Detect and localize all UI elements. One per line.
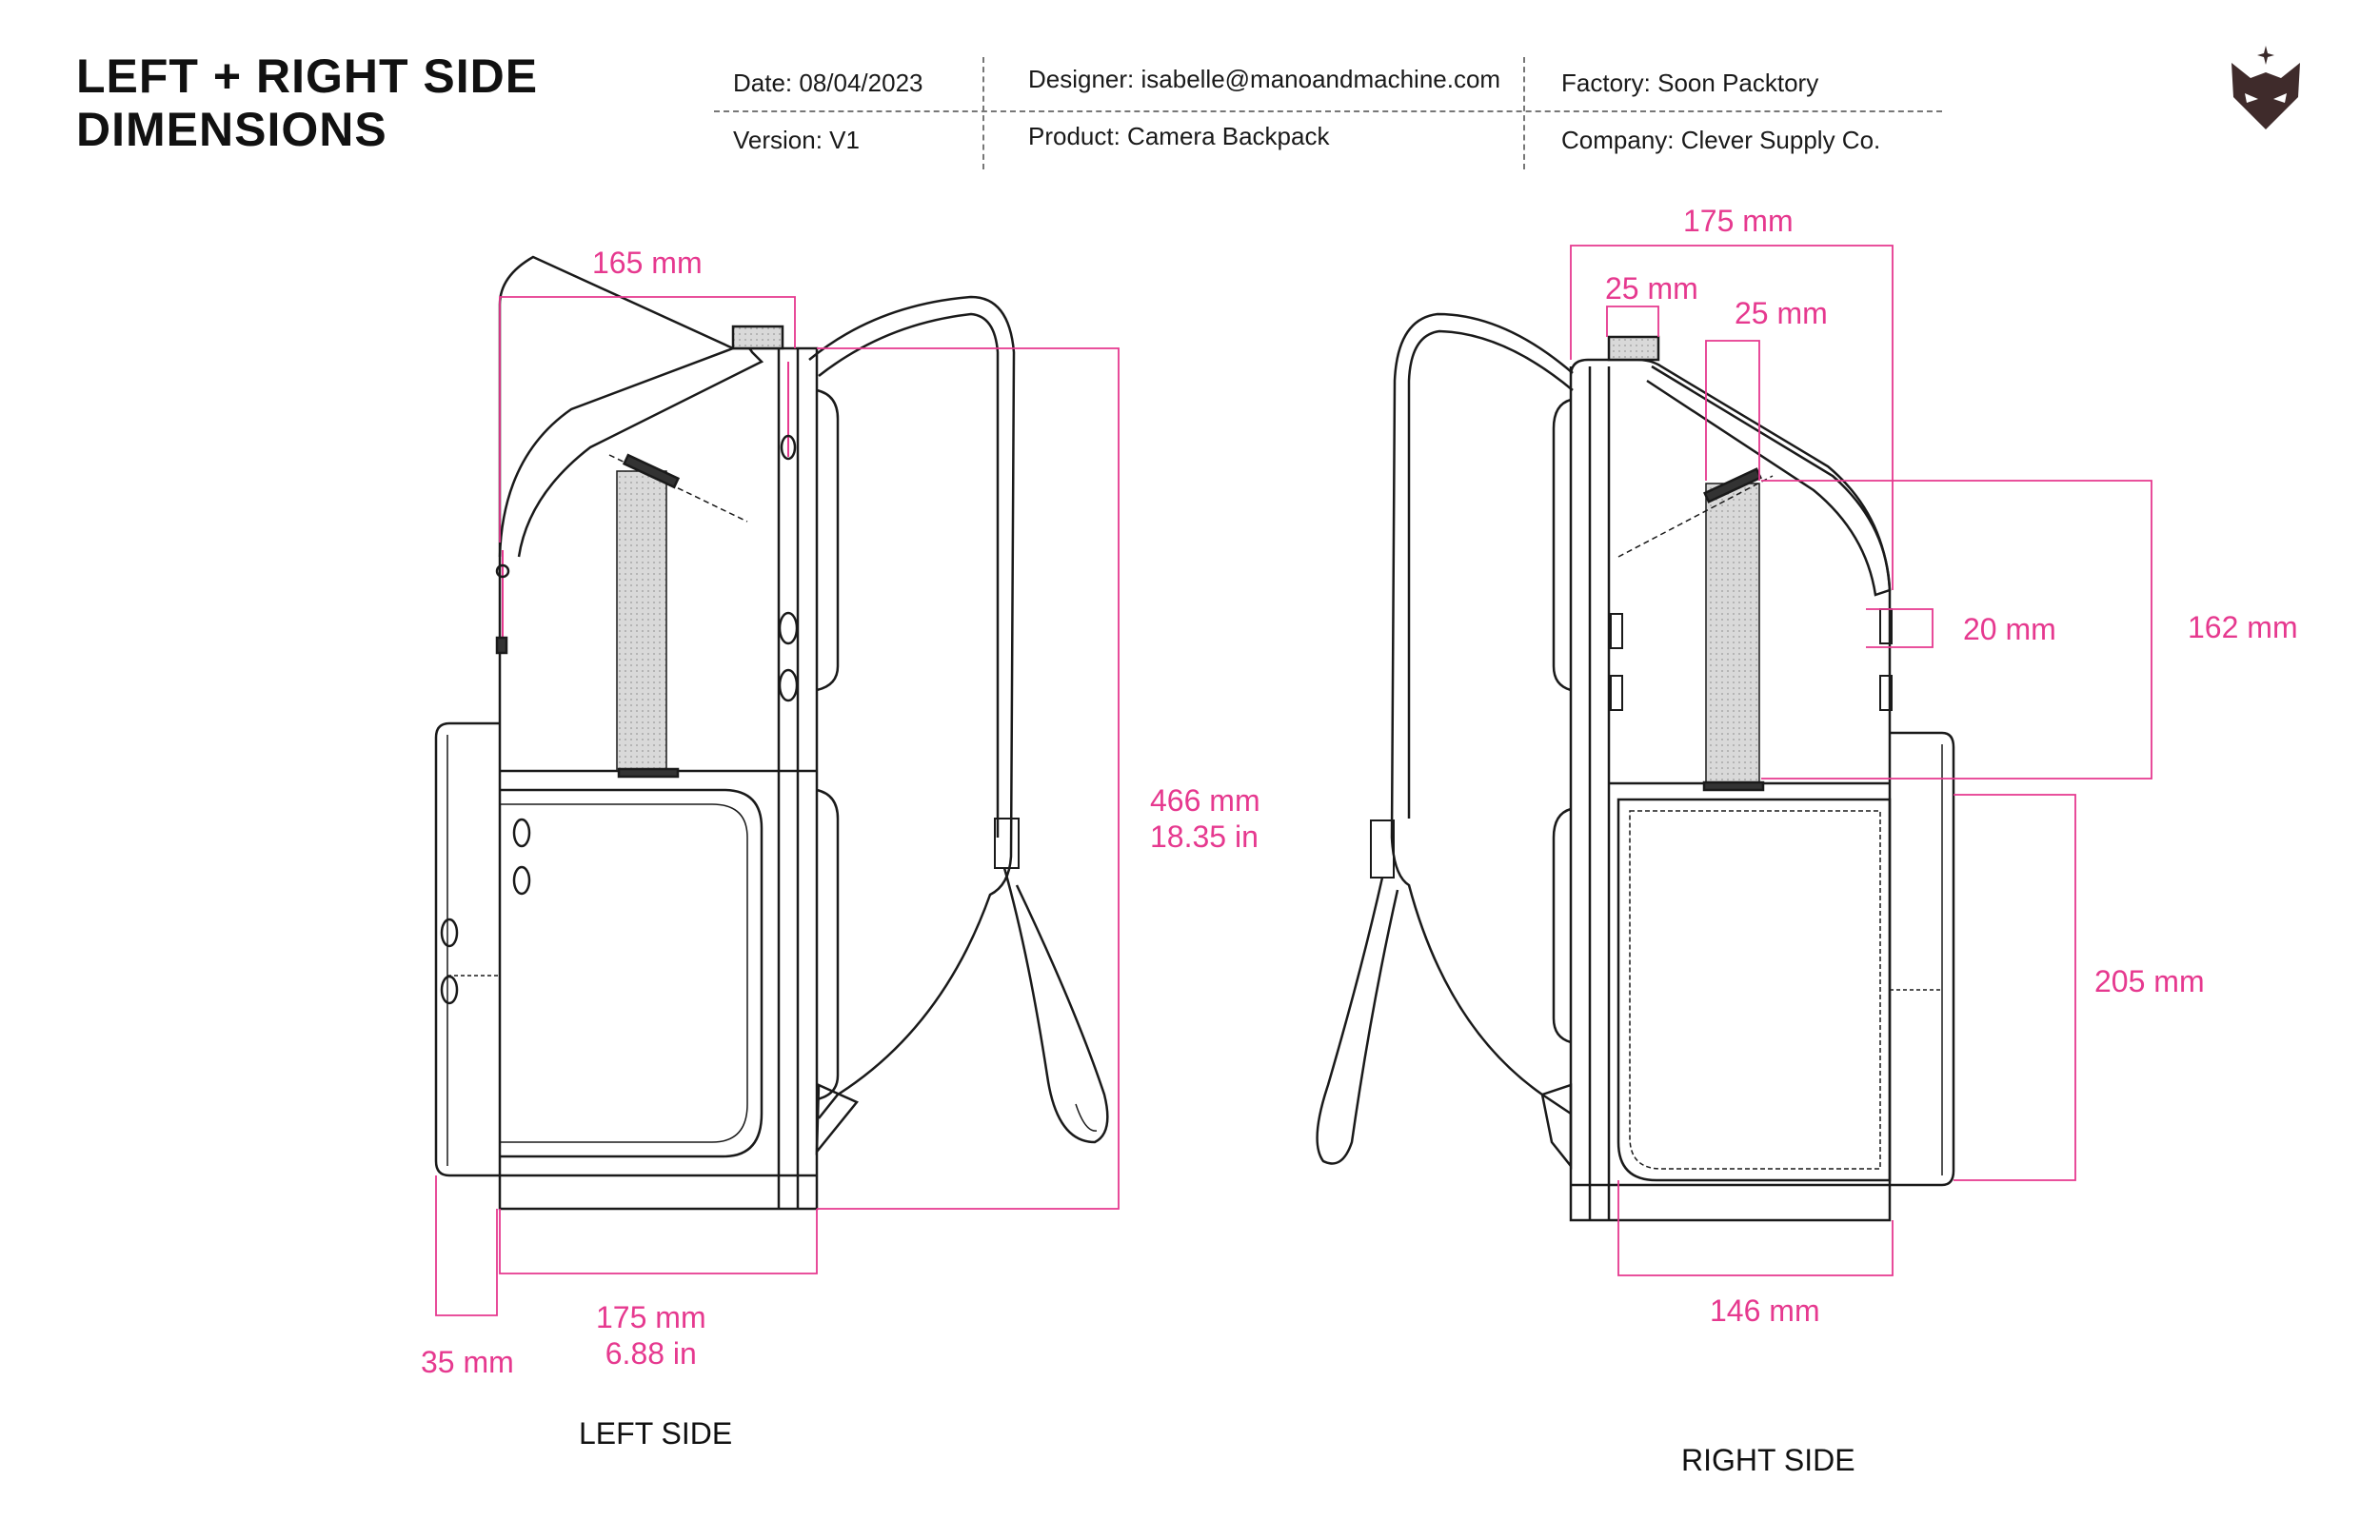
right-strap-width-bracket: [1705, 340, 1760, 481]
header-divider: [714, 110, 1942, 112]
left-height-bracket: [817, 347, 1120, 1210]
title-line-2: DIMENSIONS: [76, 103, 387, 156]
product-field: Product: Camera Backpack: [1028, 122, 1330, 150]
right-pocket-height-label: 205 mm: [2094, 964, 2205, 998]
right-strap-height-label: 162 mm: [2188, 610, 2298, 644]
right-loop-bracket: [1866, 608, 1934, 648]
left-height-label: 466 mm 18.35 in: [1150, 782, 1260, 855]
right-shoulder-strap: [1390, 312, 1574, 1116]
left-shoulder-strap: [808, 295, 1016, 1119]
right-front-pocket: [1616, 798, 1892, 1182]
fox-head-logo-icon: [2231, 46, 2300, 129]
right-side-caption: RIGHT SIDE: [1681, 1443, 1855, 1477]
right-base-width-label: 146 mm: [1710, 1293, 1820, 1328]
right-webbing-strap: [1705, 483, 1760, 789]
left-base-mm: 175 mm: [596, 1300, 706, 1334]
left-front-pocket: [500, 788, 764, 1158]
left-base-bracket: [499, 1209, 818, 1274]
version-field: Version: V1: [733, 126, 860, 154]
right-strap-width-label: 25 mm: [1735, 296, 1828, 330]
left-webbing-strap: [616, 470, 667, 772]
header-column-divider: [982, 57, 984, 169]
left-height-mm: 466 mm: [1150, 783, 1260, 818]
left-pocket-bracket: [435, 1175, 498, 1316]
date-field: Date: 08/04/2023: [733, 69, 923, 97]
left-height-in: 18.35 in: [1150, 819, 1259, 854]
left-top-handle: [731, 325, 784, 350]
right-total-depth-label: 175 mm: [1683, 204, 1794, 238]
left-pocket-depth-label: 35 mm: [421, 1345, 514, 1379]
company-field: Company: Clever Supply Co.: [1561, 126, 1881, 154]
title-line-1: LEFT + RIGHT SIDE: [76, 49, 539, 103]
left-top-depth-label: 165 mm: [592, 246, 703, 280]
left-base-label: 175 mm 6.88 in: [596, 1299, 706, 1372]
right-strap-height-bracket: [1761, 480, 2152, 780]
right-handle-bracket: [1606, 306, 1659, 337]
left-base-in: 6.88 in: [605, 1336, 697, 1371]
right-pocket-height-bracket: [1954, 794, 2076, 1181]
right-loop-height-label: 20 mm: [1963, 612, 2056, 646]
right-side-backpack: [1316, 312, 1955, 1222]
left-side-pocket: [434, 721, 500, 1177]
right-side-loop: [1610, 613, 1623, 649]
left-side-caption: LEFT SIDE: [579, 1416, 733, 1451]
right-total-depth-bracket: [1570, 245, 1894, 590]
right-dimension-lines: [1570, 245, 2152, 1276]
factory-field: Factory: Soon Packtory: [1561, 69, 1819, 97]
right-handle-width-label: 25 mm: [1605, 271, 1698, 306]
left-dimension-lines: [435, 296, 1120, 1316]
designer-field: Designer: isabelle@manoandmachine.com: [1028, 65, 1501, 93]
right-base-bracket: [1617, 1180, 1894, 1276]
page-title: LEFT + RIGHT SIDE DIMENSIONS: [76, 49, 538, 156]
right-top-handle: [1607, 335, 1660, 362]
left-side-backpack: [434, 255, 1109, 1211]
header-column-divider: [1523, 57, 1525, 169]
right-side-pocket: [1890, 731, 1955, 1187]
left-depth-bracket: [499, 296, 796, 543]
right-top-lid: [1646, 365, 1892, 597]
